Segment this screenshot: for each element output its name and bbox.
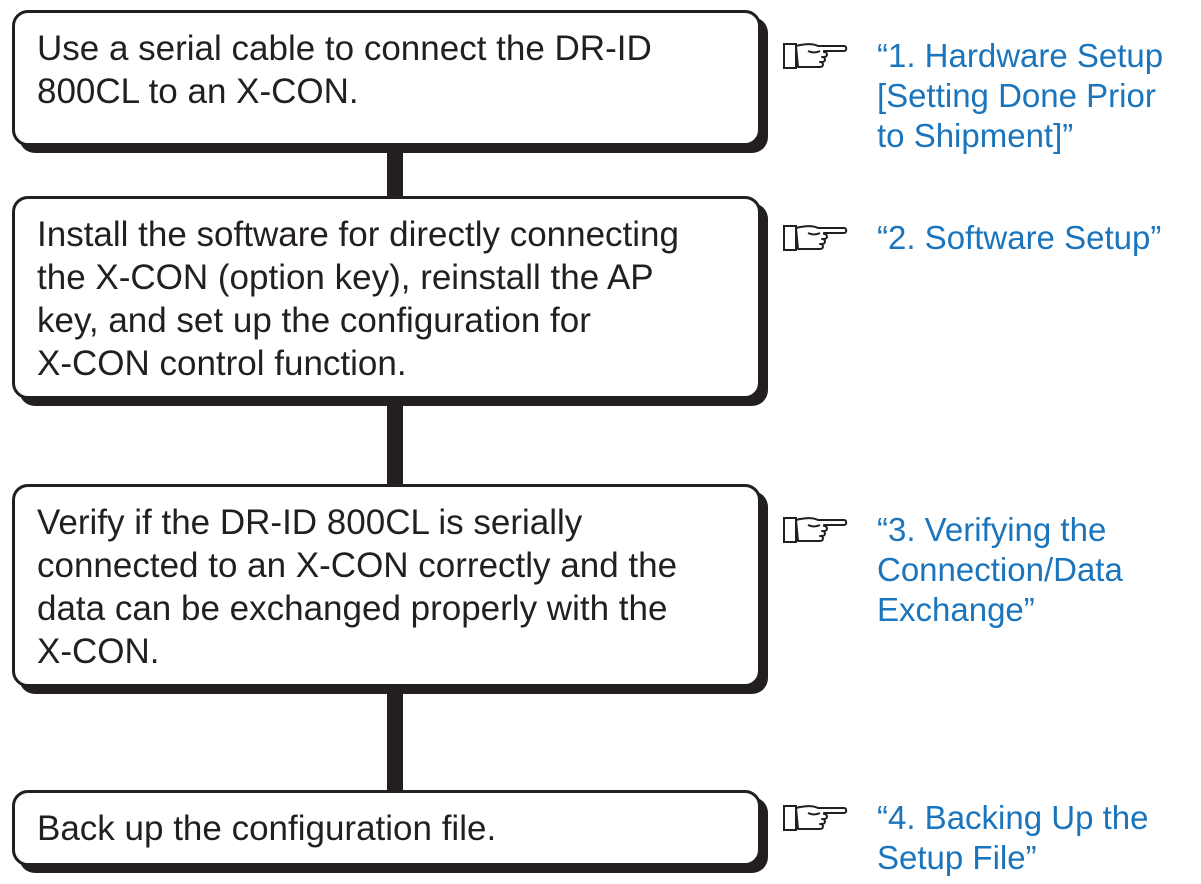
step-box-3: Verify if the DR-ID 800CL is serially co… [12,484,761,687]
flow-connector [387,400,403,488]
step-box-1: Use a serial cable to connect the DR-ID … [12,10,761,146]
pointing-hand-icon [783,517,848,543]
step-text: Install the software for directly connec… [37,215,679,383]
flow-connector [387,688,403,794]
step-box-4: Back up the configuration file. [12,790,761,866]
step-text: Back up the configuration file. [37,809,497,848]
reference-text: “1. Hardware Setup [Setting Done Prior t… [877,37,1164,154]
step-text: Use a serial cable to connect the DR-ID … [37,29,652,111]
step-text: Verify if the DR-ID 800CL is serially co… [37,503,678,671]
pointing-hand-icon [783,43,848,69]
flow-connector [387,150,403,200]
reference-text: “4. Backing Up the Setup File” [877,799,1149,876]
pointing-hand-icon [783,805,848,831]
reference-text: “3. Verifying the Connection/Data Exchan… [877,511,1123,628]
reference-text: “2. Software Setup” [877,219,1162,256]
step-box-2: Install the software for directly connec… [12,196,761,399]
pointing-hand-icon [783,225,848,251]
